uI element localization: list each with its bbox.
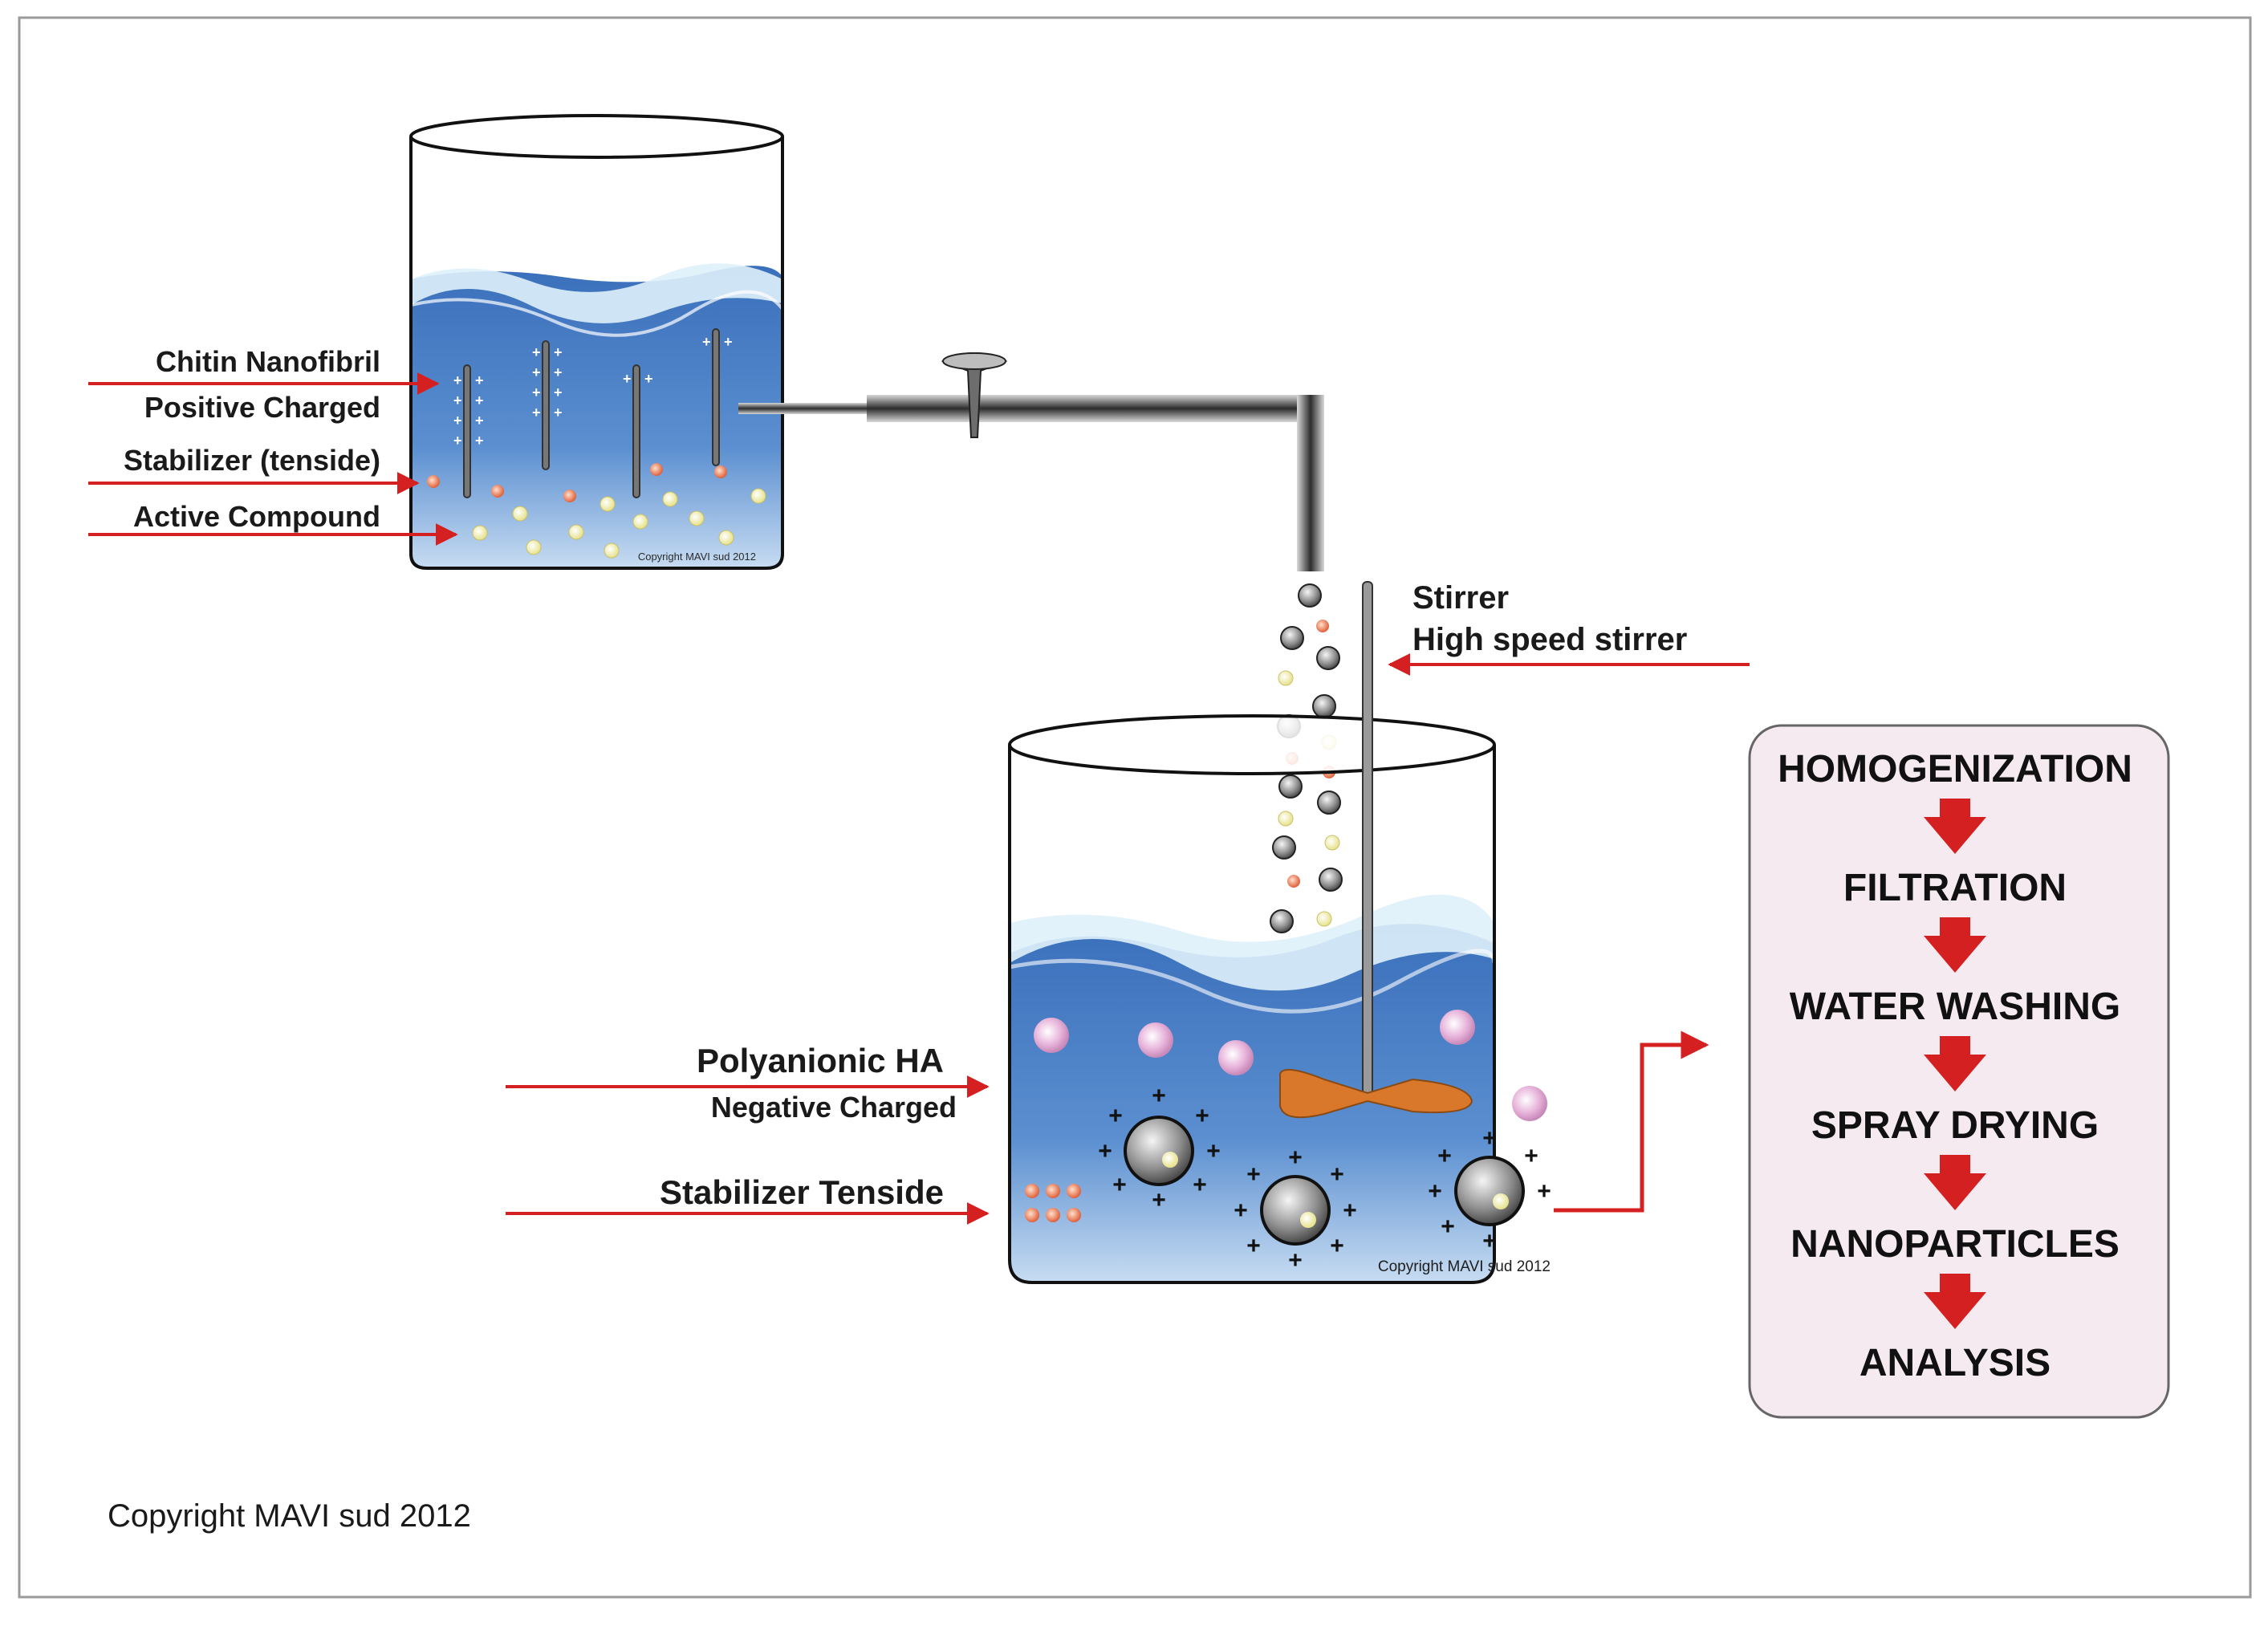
copyright-text: Copyright MAVI sud 2012: [108, 1498, 471, 1534]
large-beaker-labels: Polyanionic HA Negative Charged Stabiliz…: [506, 1042, 990, 1225]
svg-text:+: +: [475, 372, 484, 388]
arrow-to-process: [1554, 1030, 1709, 1213]
small-beaker: + + + + + + + + + + + + + + + + + + + +: [409, 114, 784, 570]
svg-text:+: +: [1152, 1083, 1166, 1109]
svg-text:+: +: [475, 413, 484, 429]
svg-text:+: +: [475, 392, 484, 408]
svg-text:+: +: [1246, 1161, 1261, 1188]
nanoparticles: +++ ++ +++ +++ ++ +++ +++ ++ ++: [1098, 1083, 1551, 1274]
svg-text:+: +: [1330, 1161, 1344, 1188]
svg-text:+: +: [702, 334, 711, 350]
svg-text:+: +: [1246, 1233, 1261, 1259]
svg-text:+: +: [532, 384, 541, 400]
process-box: HOMOGENIZATION FILTRATION WATER WASHING …: [1748, 724, 2170, 1419]
label-negative-charged: Negative Charged: [711, 1091, 957, 1124]
step-nanoparticles: NANOPARTICLES: [1790, 1223, 2120, 1266]
step-arrow-icon: [1924, 799, 1986, 854]
svg-text:+: +: [1108, 1103, 1123, 1129]
svg-text:+: +: [532, 344, 541, 360]
svg-text:+: +: [1152, 1187, 1166, 1213]
svg-text:+: +: [623, 371, 632, 387]
svg-text:+: +: [554, 404, 563, 421]
label-chitin-nanofibril: Chitin Nanofibril: [156, 345, 380, 378]
svg-text:+: +: [475, 433, 484, 449]
svg-text:+: +: [724, 334, 733, 350]
svg-text:+: +: [644, 371, 653, 387]
svg-text:+: +: [1098, 1138, 1112, 1164]
step-analysis: ANALYSIS: [1860, 1342, 2051, 1384]
hyaluronic-particle: [1512, 1086, 1547, 1121]
step-arrow-icon: [1924, 1274, 1986, 1329]
stirrer-blade: [1279, 1068, 1473, 1119]
label-stabilizer-tenside: Stabilizer Tenside: [660, 1173, 944, 1211]
tenside-particles: [1025, 1184, 1081, 1222]
svg-text:+: +: [1330, 1233, 1344, 1259]
svg-text:+: +: [554, 344, 563, 360]
svg-text:+: +: [1193, 1172, 1207, 1198]
svg-text:+: +: [453, 392, 462, 408]
large-beaker: +++ ++ +++ +++ ++ +++ +++ ++ ++ Copyrigh…: [1008, 581, 1551, 1284]
label-polyanionic: Polyanionic HA: [697, 1042, 944, 1079]
svg-text:+: +: [1482, 1125, 1497, 1152]
step-arrow-icon: [1924, 1155, 1986, 1210]
active-compound-particles: [472, 488, 766, 559]
svg-text:+: +: [1524, 1143, 1538, 1169]
outer-frame: [18, 16, 2252, 1599]
svg-text:+: +: [1343, 1197, 1357, 1224]
svg-text:+: +: [554, 384, 563, 400]
transfer-tube: [738, 352, 1324, 571]
svg-text:+: +: [1482, 1228, 1497, 1254]
svg-text:+: +: [1234, 1197, 1248, 1224]
falling-particles: [1270, 583, 1343, 933]
small-beaker-labels: Chitin Nanofibril Positive Charged Stabi…: [88, 345, 458, 546]
label-high-speed-stirrer: High speed stirrer: [1412, 622, 1687, 657]
label-positive-charged: Positive Charged: [144, 391, 380, 424]
step-homogenization: HOMOGENIZATION: [1778, 748, 2132, 791]
svg-text:+: +: [1428, 1178, 1442, 1205]
step-filtration: FILTRATION: [1843, 867, 2067, 909]
label-stirrer: Stirrer: [1412, 580, 1509, 616]
valve-icon: [941, 352, 1008, 438]
svg-text:+: +: [453, 433, 462, 449]
nanoparticle: [1454, 1156, 1525, 1226]
label-stabilizer: Stabilizer (tenside): [124, 444, 380, 477]
step-arrow-icon: [1924, 1036, 1986, 1091]
svg-text:+: +: [1206, 1138, 1221, 1164]
svg-text:+: +: [532, 404, 541, 421]
svg-text:+: +: [453, 372, 462, 388]
svg-text:+: +: [554, 364, 563, 380]
nanoparticle: [1260, 1175, 1331, 1246]
svg-text:+: +: [1112, 1172, 1127, 1198]
step-spray-drying: SPRAY DRYING: [1811, 1104, 2099, 1147]
nanofibril-rods: + + + + + + + + + + + + + + + + + + + +: [453, 328, 733, 498]
svg-text:+: +: [1288, 1247, 1303, 1274]
svg-text:+: +: [1441, 1213, 1455, 1240]
svg-text:+: +: [1537, 1178, 1551, 1205]
step-water-washing: WATER WASHING: [1790, 986, 2120, 1028]
svg-text:+: +: [1437, 1143, 1452, 1169]
stirrer: [1279, 581, 1473, 1119]
step-arrow-icon: [1924, 917, 1986, 973]
small-beaker-watermark: Copyright MAVI sud 2012: [638, 551, 756, 563]
large-beaker-watermark: Copyright MAVI sud 2012: [1378, 1258, 1551, 1275]
label-active-compound: Active Compound: [133, 500, 380, 533]
nanoparticle: [1124, 1116, 1194, 1186]
hyaluronic-particles: [1034, 1010, 1475, 1075]
svg-text:+: +: [1195, 1103, 1209, 1129]
stirrer-labels: Stirrer High speed stirrer: [1388, 580, 1750, 676]
svg-text:+: +: [532, 364, 541, 380]
svg-text:+: +: [1288, 1144, 1303, 1171]
svg-text:+: +: [453, 413, 462, 429]
stabilizer-particles: [427, 463, 727, 502]
